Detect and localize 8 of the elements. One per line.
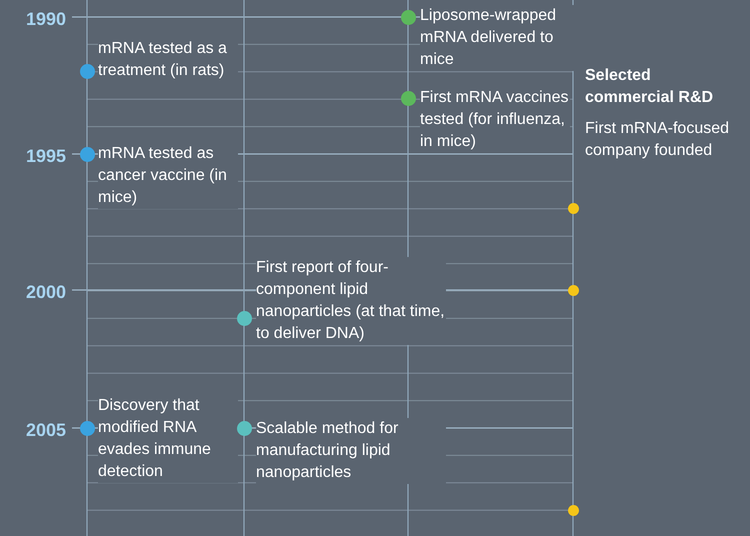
event-text: Discovery that modified RNA evades immune detection <box>98 395 238 483</box>
year-label: 1990 <box>24 8 66 31</box>
year-label: 2005 <box>24 419 66 442</box>
year-label: 1995 <box>24 145 66 168</box>
year-label: 2000 <box>24 281 66 304</box>
event-text: Scalable method for manufacturing lipid nanoparticles <box>256 418 446 484</box>
event-text: First report of four-component lipid nanoparticles (at that time, to deliver DNA) <box>256 257 446 345</box>
event-text: mRNA tested as cancer vaccine (in mice) <box>98 143 238 209</box>
